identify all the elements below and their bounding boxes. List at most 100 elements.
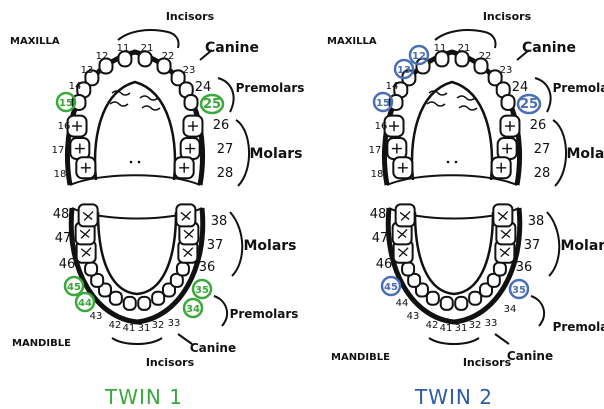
tooth-number-23: 23 [183, 65, 196, 76]
tooth-48 [396, 204, 415, 226]
palate-outline [412, 82, 492, 180]
mandible-label: MANDIBLE [331, 352, 390, 363]
palate-dot [130, 161, 133, 164]
tooth-41 [441, 297, 453, 310]
tooth-number-35: 35 [512, 285, 526, 296]
tooth-number-16: 16 [58, 121, 71, 132]
tooth-25 [502, 95, 515, 110]
tooth-35 [177, 262, 189, 275]
tooth-32 [152, 292, 164, 305]
tooth-number-25: 25 [520, 97, 538, 112]
tooth-number-31: 31 [138, 323, 151, 334]
tooth-number-47: 47 [372, 231, 389, 246]
tooth-number-33: 33 [485, 318, 498, 329]
lower-arch-inner-outline [98, 212, 176, 294]
tooth-number-41: 41 [123, 323, 136, 334]
tooth-38 [493, 204, 512, 226]
molars-label-lower: Molars [243, 238, 296, 254]
tooth-number-38: 38 [211, 214, 228, 229]
tooth-number-24: 24 [512, 80, 529, 95]
ruga-line [140, 96, 158, 100]
ruga-line [427, 102, 445, 106]
lower-arch-inner-outline [415, 212, 493, 294]
tooth-number-36: 36 [516, 260, 533, 275]
tooth-number-28: 28 [217, 166, 234, 181]
tooth-number-36: 36 [199, 260, 216, 275]
canine-bracket-lower [495, 334, 509, 344]
tooth-number-27: 27 [217, 142, 234, 157]
molars-bracket-upper [236, 120, 249, 186]
incisors-bracket-lower [112, 338, 162, 344]
tooth-number-13: 13 [397, 65, 411, 76]
tooth-25 [185, 95, 198, 110]
tooth-number-22: 22 [162, 51, 175, 62]
tooth-number-34: 34 [504, 304, 517, 315]
palate-dot [447, 161, 450, 164]
tooth-number-27: 27 [534, 142, 551, 157]
tooth-42 [427, 292, 439, 305]
premolars-bracket-lower [214, 296, 227, 326]
tooth-number-14: 14 [69, 81, 82, 92]
molars-label-upper: Molars [566, 146, 604, 162]
tooth-number-15: 15 [376, 98, 390, 109]
tooth-number-13: 13 [81, 65, 94, 76]
premolars-label-lower: Premolars [553, 320, 604, 334]
tooth-number-12: 12 [412, 51, 426, 62]
tooth-number-24: 24 [195, 80, 212, 95]
tooth-number-48: 48 [370, 207, 387, 222]
tooth-number-32: 32 [469, 320, 482, 331]
canine-label-upper: Canine [522, 40, 576, 56]
tooth-number-17: 17 [369, 145, 382, 156]
tooth-number-48: 48 [53, 207, 70, 222]
tooth-number-18: 18 [54, 169, 67, 180]
tooth-35 [494, 262, 506, 275]
tooth-number-17: 17 [52, 145, 65, 156]
canine-label-lower: Canine [190, 341, 236, 355]
group-brackets: IncisorsCaninePremolarsMolarsMolarsPremo… [429, 10, 604, 369]
tooth-number-44: 44 [396, 298, 409, 309]
tooth-number-37: 37 [524, 238, 541, 253]
incisors-label-lower: Incisors [463, 356, 512, 369]
ruga-line [459, 106, 477, 110]
tooth-number-16: 16 [375, 121, 388, 132]
molars-label-upper: Molars [249, 146, 302, 162]
tooth-number-12: 12 [96, 51, 109, 62]
premolars-label-upper: Premolars [236, 81, 305, 95]
tooth-number-23: 23 [500, 65, 513, 76]
tooth-45 [402, 262, 414, 275]
tooth-number-38: 38 [528, 214, 545, 229]
tooth-number-46: 46 [59, 257, 76, 272]
tooth-number-45: 45 [67, 282, 81, 293]
tooth-number-14: 14 [386, 81, 399, 92]
tooth-number-45: 45 [384, 282, 398, 293]
tooth-number-26: 26 [213, 118, 230, 133]
tooth-32 [469, 292, 481, 305]
premolars-label-lower: Premolars [230, 307, 299, 321]
tooth-number-18: 18 [371, 169, 384, 180]
tooth-number-46: 46 [376, 257, 393, 272]
molars-bracket-lower [547, 212, 559, 276]
tooth-number-22: 22 [479, 51, 492, 62]
tooth-number-11: 11 [117, 43, 130, 54]
twin-title: TWIN 2 [414, 385, 493, 409]
tooth-31 [138, 297, 150, 310]
tooth-number-labels: 1112131415161718212223242526272831323334… [52, 43, 234, 334]
tooth-number-42: 42 [109, 320, 122, 331]
tooth-38 [176, 204, 195, 226]
molars-bracket-lower [230, 212, 242, 276]
tooth-number-43: 43 [407, 311, 420, 322]
tooth-number-31: 31 [455, 323, 468, 334]
tooth-number-21: 21 [458, 43, 471, 54]
twin-title: TWIN 1 [104, 385, 183, 409]
tooth-number-37: 37 [207, 238, 224, 253]
maxilla-label: MAXILLA [327, 36, 377, 47]
tooth-number-43: 43 [90, 311, 103, 322]
ruga-line [142, 106, 160, 110]
palate-outline [95, 82, 175, 180]
tooth-number-32: 32 [152, 320, 165, 331]
tooth-41 [124, 297, 136, 310]
tooth-number-28: 28 [534, 166, 551, 181]
